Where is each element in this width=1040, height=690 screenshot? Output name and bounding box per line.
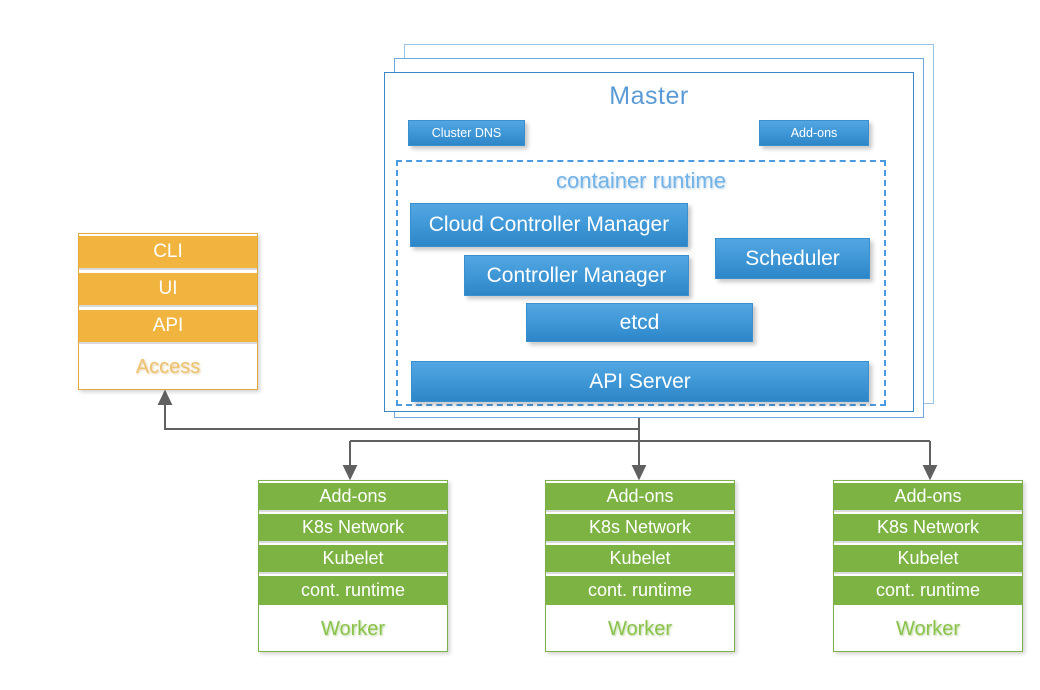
worker-2-row-kubelet-label: Kubelet [609, 548, 671, 568]
worker-3-row-addons-label: Add-ons [894, 486, 962, 506]
worker-3-row-kubelet[interactable]: Kubelet [834, 545, 1022, 574]
controller-manager-box[interactable]: Controller Manager [464, 255, 689, 296]
access-title: Access [135, 356, 201, 378]
worker-1-row-kubelet-label: Kubelet [322, 548, 384, 568]
api-server-label: API Server [589, 369, 691, 393]
worker-3-row-runtime[interactable]: cont. runtime [834, 576, 1022, 605]
worker-1-title: Worker [320, 617, 386, 640]
access-row-cli[interactable]: CLI [79, 236, 257, 270]
controller-manager-label: Controller Manager [486, 263, 667, 287]
cloud-controller-manager-box[interactable]: Cloud Controller Manager [410, 203, 688, 247]
master-addons-box[interactable]: Add-ons [759, 120, 869, 146]
api-server-box[interactable]: API Server [411, 361, 869, 402]
worker-1-row-runtime-label: cont. runtime [300, 580, 406, 600]
worker-3-row-kubelet-label: Kubelet [897, 548, 959, 568]
master-addons-label: Add-ons [790, 126, 838, 140]
worker-1-row-runtime[interactable]: cont. runtime [259, 576, 447, 605]
scheduler-label: Scheduler [745, 246, 840, 270]
access-row-ui[interactable]: UI [79, 273, 257, 307]
access-row-ui-label: UI [158, 278, 178, 299]
cluster-dns-box[interactable]: Cluster DNS [408, 120, 525, 146]
access-row-cli-label: CLI [153, 241, 183, 262]
worker-node-2[interactable]: Add-ons K8s Network Kubelet cont. runtim… [545, 480, 735, 652]
worker-3-row-network-label: K8s Network [876, 517, 980, 537]
container-runtime-box [396, 160, 886, 406]
access-row-api[interactable]: API [79, 310, 257, 344]
worker-1-row-addons[interactable]: Add-ons [259, 483, 447, 512]
worker-2-title: Worker [607, 617, 673, 640]
access-row-api-label: API [152, 315, 184, 336]
worker-2-row-addons-label: Add-ons [606, 486, 674, 506]
worker-node-1[interactable]: Add-ons K8s Network Kubelet cont. runtim… [258, 480, 448, 652]
worker-1-row-addons-label: Add-ons [319, 486, 387, 506]
worker-1-row-network[interactable]: K8s Network [259, 514, 447, 543]
worker-3-title: Worker [895, 617, 961, 640]
worker-3-row-addons[interactable]: Add-ons [834, 483, 1022, 512]
worker-2-row-addons[interactable]: Add-ons [546, 483, 734, 512]
master-title: Master [609, 82, 689, 110]
worker-3-row-network[interactable]: K8s Network [834, 514, 1022, 543]
worker-2-row-network-label: K8s Network [588, 517, 692, 537]
etcd-box[interactable]: etcd [526, 303, 753, 342]
worker-2-row-runtime[interactable]: cont. runtime [546, 576, 734, 605]
etcd-label: etcd [619, 310, 660, 334]
worker-1-row-network-label: K8s Network [301, 517, 405, 537]
cloud-controller-manager-label: Cloud Controller Manager [428, 213, 670, 236]
worker-2-row-kubelet[interactable]: Kubelet [546, 545, 734, 574]
scheduler-box[interactable]: Scheduler [715, 238, 870, 279]
cluster-dns-label: Cluster DNS [431, 126, 502, 140]
container-runtime-title: container runtime [556, 168, 726, 193]
worker-1-row-kubelet[interactable]: Kubelet [259, 545, 447, 574]
worker-node-3[interactable]: Add-ons K8s Network Kubelet cont. runtim… [833, 480, 1023, 652]
access-panel[interactable]: CLI UI API Access [78, 233, 258, 390]
worker-2-row-network[interactable]: K8s Network [546, 514, 734, 543]
worker-2-row-runtime-label: cont. runtime [587, 580, 693, 600]
worker-3-row-runtime-label: cont. runtime [875, 580, 981, 600]
